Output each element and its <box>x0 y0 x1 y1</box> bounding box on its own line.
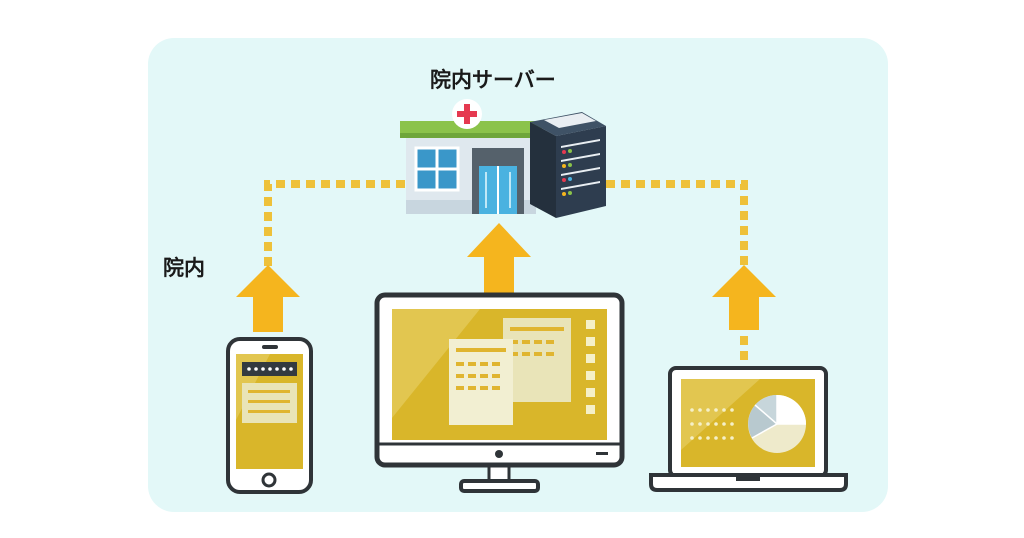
pie-chart-icon <box>748 394 806 453</box>
desktop-monitor-icon <box>374 292 625 493</box>
medical-cross-icon <box>452 99 482 129</box>
line-right <box>606 180 748 296</box>
smartphone-icon <box>226 337 313 494</box>
server-rack-icon <box>530 112 606 218</box>
up-arrow-icon-left <box>236 265 300 332</box>
up-arrow-icon-center <box>467 223 531 295</box>
connection-lines <box>264 180 748 368</box>
laptop-icon <box>649 366 848 492</box>
inhouse-label: 院内 <box>163 256 205 280</box>
line-left <box>264 180 410 296</box>
clinic-building-icon <box>400 121 542 214</box>
server-title: 院内サーバー <box>430 68 556 92</box>
up-arrow-icon-right <box>712 265 776 330</box>
